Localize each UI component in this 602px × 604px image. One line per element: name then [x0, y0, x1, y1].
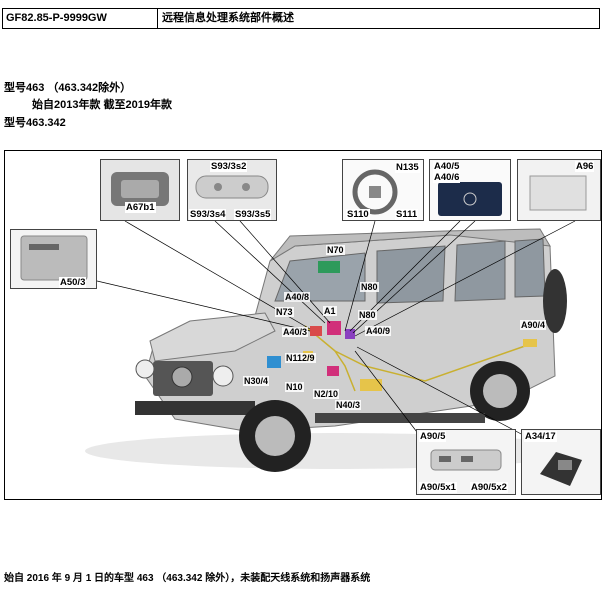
callout-n112-9: N112/9 [285, 353, 316, 363]
label-s93-3s5: S93/3s5 [234, 209, 272, 220]
display-screen-image [438, 182, 502, 216]
document-header: GF82.85-P-9999GW 远程信息处理系统部件概述 [2, 8, 600, 29]
n70-module [318, 261, 340, 273]
label-a40-5: A40/5 [433, 161, 461, 172]
module-box-image [529, 175, 587, 211]
inset-a34-17: A34/17 [521, 429, 601, 495]
label-a67b1: A67b1 [125, 202, 156, 213]
document-code: GF82.85-P-9999GW [3, 9, 158, 28]
label-a90-5: A90/5 [419, 431, 447, 442]
model-line-2: 型号463.342 [4, 117, 66, 129]
callout-a1: A1 [323, 306, 337, 316]
component-diagram: A67b1 S93/3s2 S93/3s4 S93/3s5 N135 S110 … [4, 150, 602, 500]
label-s93-3s4: S93/3s4 [189, 209, 227, 220]
overhead-control-panel-image [195, 175, 269, 199]
period-line: 始自2013年款 截至2019年款 [32, 99, 172, 111]
inset-s93: S93/3s2 S93/3s4 S93/3s5 [187, 159, 277, 221]
cut-off-row [4, 595, 602, 604]
callout-n80: N80 [360, 282, 379, 292]
label-s93-3s2: S93/3s2 [210, 161, 248, 172]
document-title: 远程信息处理系统部件概述 [162, 12, 294, 24]
label-s111: S111 [395, 209, 419, 220]
label-a90-5x1: A90/5x1 [419, 482, 457, 493]
label-a34-17: A34/17 [524, 431, 557, 442]
inset-a96: A96 [517, 159, 601, 221]
label-n135: N135 [395, 162, 420, 173]
callout-n30-4: N30/4 [243, 376, 270, 386]
antenna-amplifier-image [540, 452, 582, 486]
callout-a40-8: A40/8 [284, 292, 311, 302]
callout-n2-10: N2/10 [313, 389, 340, 399]
control-unit-image [20, 235, 88, 281]
callout-n10: N10 [285, 382, 304, 392]
label-s110: S110 [346, 209, 370, 220]
inset-a50-3: A50/3 [10, 229, 97, 289]
inset-a67b1: A67b1 [100, 159, 180, 221]
callout-a90-4: A90/4 [520, 320, 547, 330]
footer-note: 始自 2016 年 9 月 1 日的车型 463 （463.342 除外），未装… [4, 573, 371, 584]
callout-n40-3: N40/3 [335, 400, 362, 410]
antenna-module-image [111, 172, 169, 206]
label-a50-3: A50/3 [59, 277, 87, 288]
label-a96: A96 [575, 161, 595, 172]
callout-n70: N70 [326, 245, 345, 255]
inset-display: A40/5 A40/6 [429, 159, 511, 221]
callout-a40-3: A40/3 [282, 327, 309, 337]
label-a40-6: A40/6 [433, 172, 461, 183]
steering-wheel-icon [352, 169, 398, 215]
inset-steering: N135 S110 S111 [342, 159, 424, 221]
model-line: 型号463 （463.342除外） [4, 82, 132, 94]
label-a90-5x2: A90/5x2 [470, 482, 508, 493]
inset-a90-5: A90/5 A90/5x1 A90/5x2 [416, 429, 516, 495]
callout-n80b: N80 [358, 310, 377, 320]
callout-n73: N73 [275, 307, 294, 317]
connector-module-image [430, 449, 502, 471]
callout-a40-9: A40/9 [365, 326, 392, 336]
